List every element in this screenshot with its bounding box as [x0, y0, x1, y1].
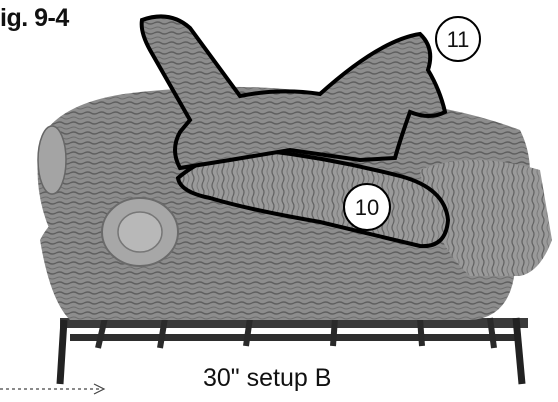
log-11	[142, 16, 445, 168]
figure-caption: 30" setup B	[203, 364, 331, 393]
dashed-arrow	[0, 384, 104, 394]
callout-11-number: 11	[447, 27, 470, 52]
callout-10-number: 10	[355, 195, 379, 220]
callout-10: 10	[344, 184, 390, 230]
callout-11: 11	[436, 17, 480, 61]
